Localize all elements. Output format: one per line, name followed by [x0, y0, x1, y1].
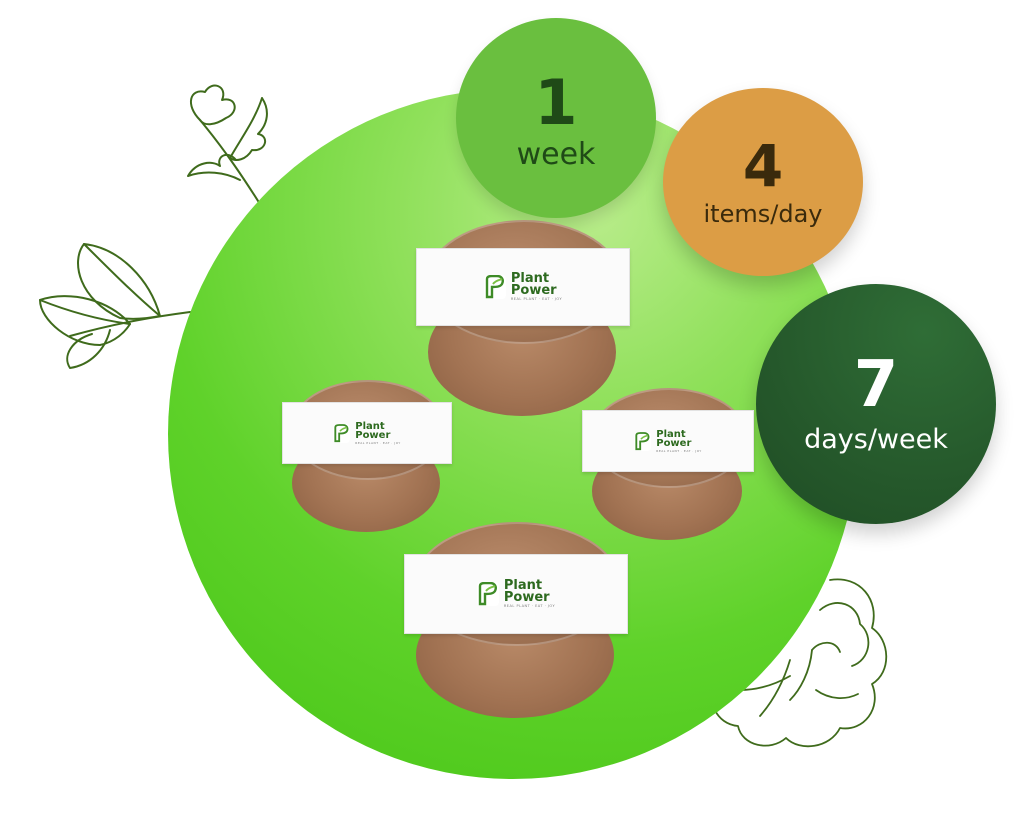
brand-name-line1: Plant — [656, 428, 686, 440]
brand-name-line2: Power — [503, 590, 550, 605]
product-container: Plant Power REAL PLANT · EAT · JOY — [416, 218, 630, 418]
stat-items-unit: items/day — [703, 199, 823, 228]
stat-days-value: 7 — [853, 348, 899, 423]
product-label: Plant Power REAL PLANT · EAT · JOY — [404, 554, 628, 634]
stat-items-badge: 4 items/day — [663, 88, 863, 276]
brand-tagline: REAL PLANT · EAT · JOY — [503, 604, 556, 609]
brand-tagline: REAL PLANT · EAT · JOY — [510, 297, 563, 302]
leaf-logo-icon — [476, 581, 499, 606]
brand-name-line2: Power — [355, 430, 391, 441]
product-container: Plant Power REAL PLANT · EAT · JOY — [404, 520, 628, 720]
brand-tagline: REAL PLANT · EAT · JOY — [656, 448, 702, 453]
stat-items-value: 4 — [742, 131, 784, 200]
stat-duration-badge: 1 week — [456, 18, 656, 218]
leaf-logo-icon — [333, 423, 351, 443]
stat-duration-value: 1 — [534, 65, 578, 139]
product-label: Plant Power REAL PLANT · EAT · JOY — [582, 410, 754, 472]
leaf-logo-icon — [634, 431, 652, 451]
product-label: Plant Power REAL PLANT · EAT · JOY — [416, 248, 630, 326]
stat-days-unit: days/week — [804, 424, 948, 456]
product-label: Plant Power REAL PLANT · EAT · JOY — [282, 402, 452, 464]
product-container: Plant Power REAL PLANT · EAT · JOY — [582, 386, 754, 542]
stat-days-badge: 7 days/week — [756, 284, 996, 524]
product-container: Plant Power REAL PLANT · EAT · JOY — [282, 378, 452, 534]
brand-name-line1: Plant — [355, 420, 385, 432]
brand-name-line2: Power — [510, 283, 557, 298]
herb-sprig-icon — [187, 84, 268, 213]
leaf-logo-icon — [483, 274, 506, 299]
brand-tagline: REAL PLANT · EAT · JOY — [355, 440, 401, 445]
spinach-icon — [39, 243, 191, 369]
stat-duration-unit: week — [516, 136, 596, 172]
brand-name-line1: Plant — [503, 577, 543, 593]
brand-name-line2: Power — [656, 438, 692, 449]
brand-name-line1: Plant — [510, 270, 550, 286]
